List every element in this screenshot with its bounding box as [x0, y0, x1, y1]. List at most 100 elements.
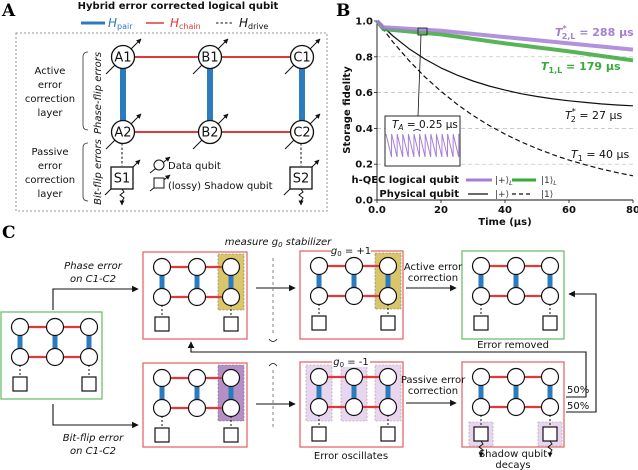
data-qubit: [506, 256, 526, 276]
data-qubit: [187, 368, 207, 388]
shadow-qubit: [223, 427, 239, 443]
series-line-2: [376, 20, 634, 107]
g0-minus-text: g0 = -1: [333, 357, 369, 369]
data-qubit: [221, 368, 241, 388]
panel-a: A Hybrid error corrected logical qubit H…: [1, 1, 328, 212]
data-qubit: [540, 286, 560, 306]
period-brace-icon: [412, 129, 422, 132]
data-qubit: [197, 44, 223, 70]
g0-plus-label-bg: [331, 245, 371, 256]
data-qubit: [344, 286, 364, 306]
error-oscillates-label: Error oscillates: [314, 451, 388, 462]
data-qubit: [221, 257, 241, 277]
phase-error-arrow: [52, 285, 139, 310]
data-qubit-key-icon: [153, 159, 165, 171]
shadow-qubit: [12, 376, 28, 392]
data-qubit: [506, 367, 526, 387]
t1-label: T1 = 40 µs: [571, 148, 630, 163]
data-qubit: [471, 286, 491, 306]
g0-plus-state: [299, 250, 404, 340]
active-layer-bracket: [82, 51, 89, 131]
passive-layer-bracket: [82, 142, 89, 202]
decay-squiggle-icon: [298, 188, 304, 206]
legend-physical-label: Physical qubit: [379, 189, 459, 200]
probability-top-label: 50%: [567, 385, 589, 396]
bit-flip-error-arrow: [52, 404, 139, 429]
shadow-qubit: [311, 315, 327, 331]
hamiltonian-legend: Hpair Hchain Hdrive: [81, 16, 268, 31]
shadow-qubit: [154, 316, 170, 332]
oscillation-inset: TA = 0.25 µs: [384, 115, 461, 167]
bit-flip-label: Bit-flip errors: [93, 139, 104, 205]
panel-c-label: C: [2, 223, 16, 243]
decay-squiggle-icon: [119, 188, 125, 206]
data-qubit: [378, 286, 398, 306]
axes: [376, 21, 633, 201]
data-qubit: [221, 287, 241, 307]
g0-plus-label: g0 = +1: [331, 245, 371, 258]
shadow-decay-state: [461, 361, 565, 458]
t2l-label: T*2,L = 288 µs: [555, 24, 634, 41]
data-qubit: [309, 256, 329, 276]
y-tick-label: 0.8: [355, 52, 373, 63]
data-qubit: [45, 317, 65, 337]
data-qubit-label: A2: [114, 126, 131, 141]
shadow-qubit: [154, 427, 170, 443]
data-qubit-label: C1: [293, 51, 310, 66]
state-diagrams: [0, 250, 565, 458]
legend-logical-plus-label: |+⟩L: [495, 176, 513, 187]
data-qubit: [540, 256, 560, 276]
data-qubit: [152, 398, 172, 418]
g0-minus-state: [299, 361, 404, 448]
legend-logical-label: h-QEC logical qubit: [351, 175, 459, 186]
shadow-qubit-label: S2: [293, 172, 310, 187]
data-qubit: [110, 119, 136, 145]
h-chain-label: Hchain: [170, 16, 201, 31]
data-qubit: [10, 347, 30, 367]
phase-flip-label: Phase-flip errors: [93, 52, 104, 134]
data-qubit: [79, 317, 99, 337]
data-qubit: [344, 397, 364, 417]
h-drive-label: Hdrive: [239, 16, 268, 31]
shadow-qubit: [223, 316, 239, 332]
shadow-qubit: [542, 426, 558, 442]
error-removed-label: Error removed: [477, 340, 549, 351]
data-qubit: [344, 256, 364, 276]
y-axis-label: Storage fidelity: [342, 66, 353, 154]
g0-minus-label-bg: [332, 356, 370, 367]
data-qubit: [344, 367, 364, 387]
y-tick-label: 0.0: [355, 196, 373, 207]
t1l-label: T1,L = 179 µs: [541, 60, 621, 75]
qubit-key: Data qubit (lossy) Shadow qubit: [149, 156, 273, 192]
x-tick-label: 20: [434, 205, 448, 216]
zoom-connector-line: [417, 34, 422, 117]
shadow-qubit: [311, 426, 327, 442]
shadow-qubit: [542, 315, 558, 331]
bit-flip-error-state: [142, 362, 248, 448]
measure-stabilizer-label: measure g0 stabilizer: [225, 237, 332, 249]
y-tick-label: 0.4: [355, 124, 373, 135]
data-qubit-label: B2: [201, 126, 218, 141]
data-qubit: [152, 368, 172, 388]
flow-arrows: [52, 258, 597, 429]
data-qubit: [79, 347, 99, 367]
error-removed-state: [461, 250, 565, 340]
decay-squiggle-icon: [547, 440, 553, 458]
g0-minus-label: g0 = -1: [332, 356, 370, 369]
initial-state: [0, 311, 103, 400]
panel-a-label: A: [1, 1, 16, 21]
data-qubit: [197, 119, 223, 145]
g0-plus-text: g0 = +1: [331, 246, 371, 258]
data-qubit: [471, 256, 491, 276]
data-qubit: [378, 367, 398, 387]
t2-label: T*2 = 27 µs: [565, 107, 623, 124]
x-tick-label: 0.0: [368, 205, 386, 216]
zoom-region-marker: [417, 27, 428, 36]
data-qubit: [187, 287, 207, 307]
data-qubit: [221, 398, 241, 418]
